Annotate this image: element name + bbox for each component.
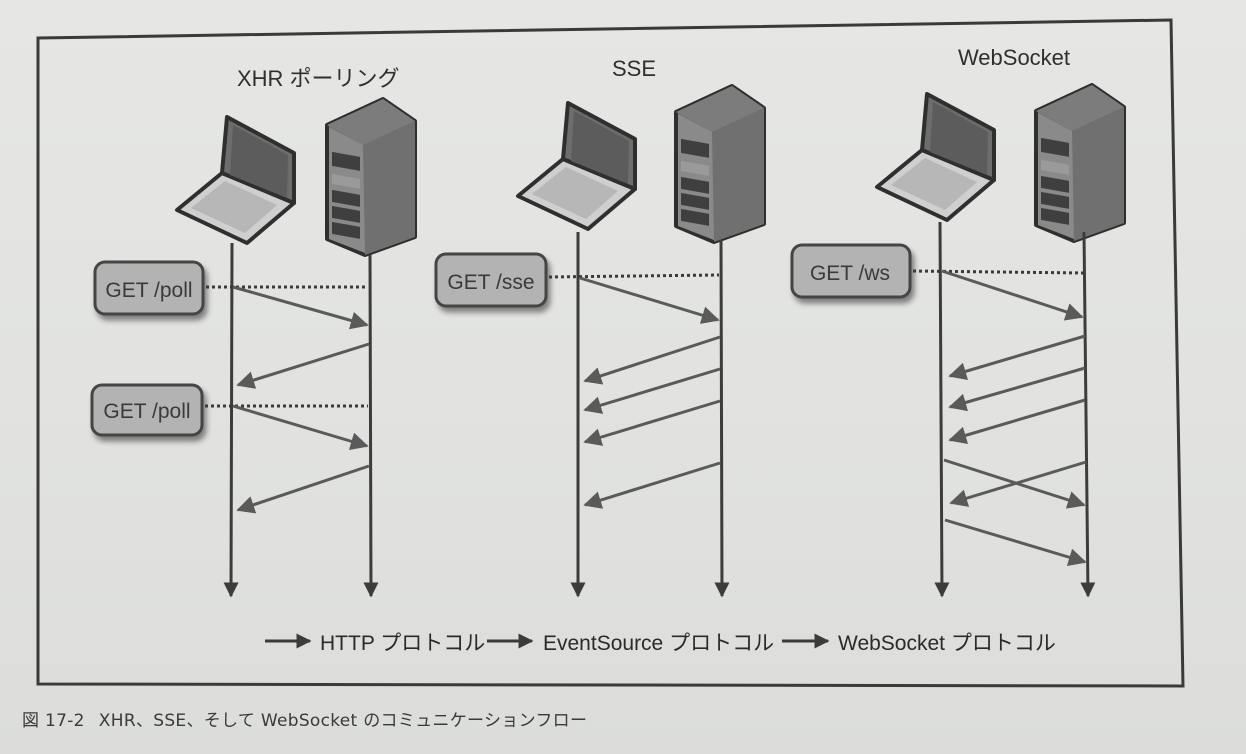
figure-caption: 図 17-2 XHR、SSE、そして WebSocket のコミュニケーションフロ… — [22, 706, 587, 731]
response-arrow — [236, 464, 370, 514]
dotted-connector — [912, 269, 1085, 275]
handshake-arrow — [941, 269, 1084, 321]
response-arrow — [236, 342, 370, 389]
request-label: GET /ws — [810, 262, 890, 285]
legend-label: WebSocket プロトコル — [838, 632, 1056, 655]
event-arrow — [583, 399, 721, 446]
server-message-arrow — [948, 334, 1086, 381]
server-lifeline — [1080, 231, 1096, 598]
server-icon — [325, 97, 417, 257]
request-box — [93, 260, 205, 316]
server-icon — [674, 84, 766, 244]
column-websocket: WebSocket GET /ws — [790, 45, 1126, 598]
laptop-icon — [175, 115, 296, 245]
server-message-arrow — [948, 366, 1086, 412]
server-icon — [1034, 83, 1126, 243]
legend: HTTP プロトコル EventSource プロトコル WebSocket プ… — [265, 632, 1056, 655]
server-lifeline — [363, 254, 379, 598]
request-box — [790, 243, 912, 299]
request-arrow — [232, 404, 369, 450]
client-message-arrow — [944, 518, 1087, 566]
server-message-arrow — [949, 460, 1087, 507]
column-xhr-polling: XHR ポーリング GET /poll GET /poll — [90, 66, 417, 598]
legend-item-eventsource: EventSource プロトコル — [487, 632, 774, 655]
legend-item-websocket: WebSocket プロトコル — [782, 632, 1056, 655]
laptop-icon — [875, 92, 996, 222]
request-box — [90, 383, 204, 437]
client-lifeline — [934, 221, 950, 598]
server-lifeline — [714, 239, 730, 598]
figure-frame — [36, 18, 1185, 688]
column-sse: SSE GET /sse — [434, 56, 766, 598]
request-label: GET /sse — [447, 271, 534, 294]
dotted-connector — [548, 273, 720, 279]
request-arrow — [232, 285, 369, 330]
column-title: WebSocket — [958, 45, 1070, 70]
request-label: GET /poll — [105, 279, 192, 302]
communication-flow-diagram: XHR ポーリング GET /poll GET /poll SSE — [36, 18, 1185, 688]
caption-text: XHR、SSE、そして WebSocket のコミュニケーションフロー — [98, 711, 588, 731]
request-box — [434, 252, 548, 308]
legend-label: HTTP プロトコル — [320, 632, 485, 655]
client-lifeline — [223, 242, 239, 598]
legend-label: EventSource プロトコル — [543, 632, 774, 655]
column-title: XHR ポーリング — [237, 66, 400, 91]
figure-number: 図 17-2 — [22, 711, 85, 731]
column-title: SSE — [612, 56, 656, 81]
request-arrow — [579, 276, 720, 324]
event-arrow — [583, 367, 721, 414]
legend-item-http: HTTP プロトコル — [265, 632, 485, 655]
request-label: GET /poll — [103, 400, 190, 423]
laptop-icon — [516, 101, 637, 231]
server-message-arrow — [948, 398, 1086, 445]
event-arrow — [583, 335, 721, 385]
event-arrow — [583, 461, 721, 509]
